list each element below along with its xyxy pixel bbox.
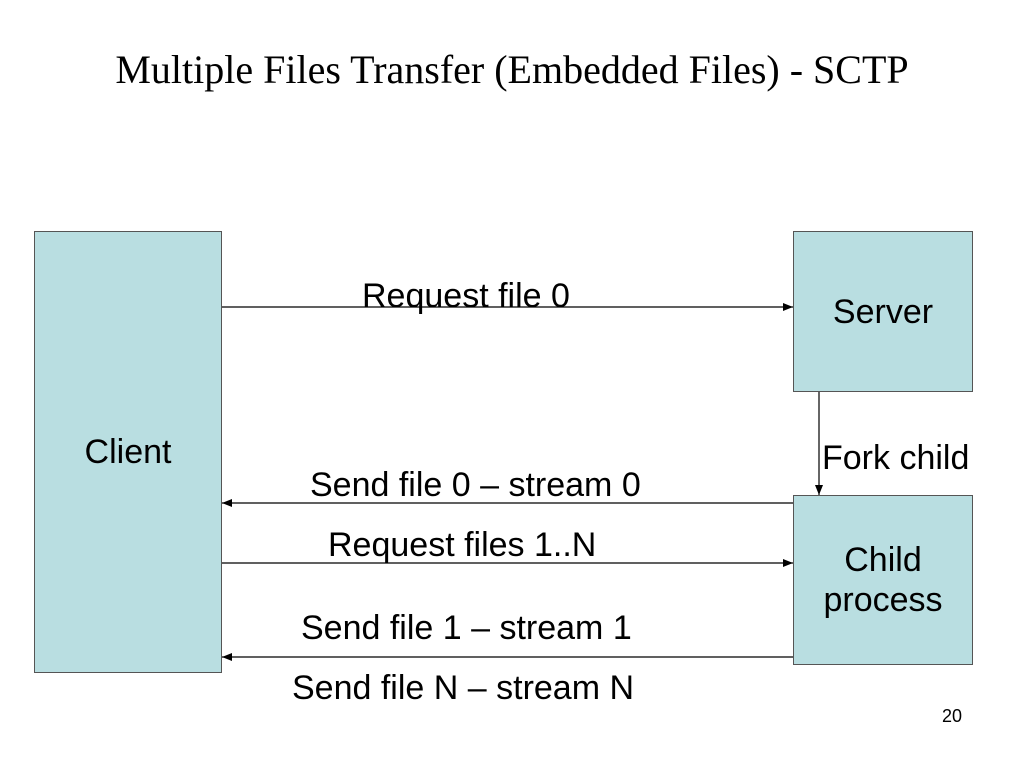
client-box: Client: [34, 231, 222, 673]
slide-title: Multiple Files Transfer (Embedded Files)…: [115, 47, 909, 92]
server-box: Server: [793, 231, 973, 392]
send-file-1-label: Send file 1 – stream 1: [301, 609, 632, 647]
slide-number: 20: [941, 706, 962, 726]
request-files-label: Request files 1..N: [328, 526, 597, 564]
child-process-box: Child process: [793, 495, 973, 665]
server-label: Server: [832, 292, 934, 331]
fork-child-label: Fork child: [822, 439, 970, 477]
child-process-label: Child process: [823, 541, 943, 619]
send-file-n-label: Send file N – stream N: [292, 669, 635, 707]
request-file-0-label: Request file 0: [362, 277, 570, 315]
client-label: Client: [84, 433, 172, 471]
send-file-0-label: Send file 0 – stream 0: [310, 466, 641, 504]
